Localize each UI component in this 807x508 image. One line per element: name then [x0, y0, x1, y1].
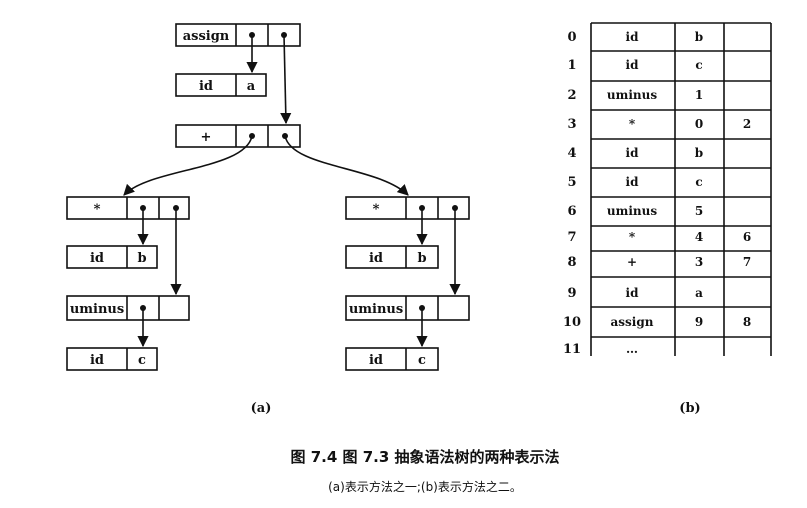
row-arg1-text: 4: [695, 230, 703, 244]
id-a-value-text: a: [247, 79, 256, 94]
row-arg1-text: 0: [695, 117, 703, 131]
node-right-id-b: [345, 245, 439, 269]
left-mul-op-text: *: [94, 202, 101, 217]
row-op-text: uminus: [607, 88, 657, 102]
row-index-text: 3: [567, 117, 576, 132]
row-arg1-text: 9: [695, 315, 703, 329]
table-row: 0 id b: [567, 30, 703, 45]
left-id-b-value-text: b: [137, 251, 146, 266]
row-op-text: id: [626, 58, 640, 72]
row-op-text: id: [626, 286, 640, 300]
row-op-text: id: [626, 175, 640, 189]
left-id-c-value-text: c: [138, 353, 146, 368]
row-index-text: 7: [567, 230, 576, 245]
row-arg1-text: 5: [695, 204, 703, 218]
figure-caption-subtitle: (a)表示方法之一;(b)表示方法之二。: [328, 479, 522, 494]
node-assign: [175, 23, 301, 47]
row-op-text: id: [626, 146, 640, 160]
row-op-text: assign: [611, 315, 654, 329]
row-op-text: uminus: [607, 204, 657, 218]
right-id-b-value-text: b: [417, 251, 426, 266]
table-row: 9 id a: [567, 286, 703, 301]
row-index-text: 5: [567, 175, 576, 190]
right-uminus-op-text: uminus: [349, 302, 403, 317]
right-id-c-op-text: id: [369, 353, 383, 368]
table-row: 10 assign 9 8: [563, 315, 751, 330]
row-op-text: *: [629, 117, 636, 131]
row-arg1-text: b: [695, 146, 703, 160]
node-plus: [175, 124, 301, 148]
row-arg1-text: 1: [695, 88, 703, 102]
row-index-text: 11: [563, 342, 581, 357]
table-representation-b: 0 id b 1 id c 2 uminus 1 3 * 0 2 4 id b 5 id c 6 uminus 5 7 * 4 6…: [563, 22, 772, 357]
right-id-c-value-text: c: [418, 353, 426, 368]
edge-plus-to-left-mul: [123, 135, 253, 196]
left-id-b-op-text: id: [90, 251, 104, 266]
row-op-text: …: [626, 342, 638, 356]
node-left-uminus: [66, 295, 190, 321]
row-index-text: 4: [567, 146, 576, 161]
row-index-text: 8: [567, 255, 576, 270]
row-arg1-text: a: [695, 286, 703, 300]
pointer-dots: [140, 32, 458, 311]
row-arg2-text: 6: [743, 230, 751, 244]
tree-representation-a: [66, 23, 470, 371]
row-arg2-text: 2: [743, 117, 751, 131]
right-mul-op-text: *: [373, 202, 380, 217]
table-row: 11 …: [563, 342, 638, 357]
row-arg1-text: 3: [695, 255, 703, 269]
row-index-text: 1: [567, 58, 576, 73]
node-id-a: [175, 73, 267, 97]
table-row: 3 * 0 2: [567, 117, 751, 132]
id-a-op-text: id: [199, 79, 213, 94]
table-row: 2 uminus 1: [567, 88, 703, 103]
table-row: 6 uminus 5: [567, 204, 703, 219]
row-op-text: id: [626, 30, 640, 44]
right-id-b-op-text: id: [369, 251, 383, 266]
node-left-id-c: [66, 347, 158, 371]
row-arg2-text: 7: [743, 255, 751, 269]
figure-caption-title: 图 7.4 图 7.3 抽象语法树的两种表示法: [290, 448, 559, 466]
left-id-c-op-text: id: [90, 353, 104, 368]
row-index-text: 0: [567, 30, 576, 45]
edge-plus-to-right-mul: [284, 135, 409, 196]
row-arg1-text: c: [695, 58, 702, 72]
figure-label-b: (b): [679, 401, 700, 416]
table-row: 8 +3 7: [567, 255, 751, 270]
row-op-text: *: [629, 230, 636, 244]
node-left-id-b: [66, 245, 158, 269]
table-row: 4 id b: [567, 146, 703, 161]
row-index-text: 9: [567, 286, 576, 301]
row-index-text: 6: [567, 204, 576, 219]
node-right-id-c: [345, 347, 439, 371]
table-rows: 0 id b 1 id c 2 uminus 1 3 * 0 2 4 id b 5 id c 6 uminus 5 7 * 4 6…: [563, 30, 751, 357]
tree-node-labels: assign id a + * id b uminus id c * id b …: [70, 29, 427, 368]
figure-label-a: (a): [251, 401, 272, 416]
left-uminus-op-text: uminus: [70, 302, 124, 317]
row-arg1-text: b: [695, 30, 703, 44]
table-row: 5 id c: [567, 175, 702, 190]
edge-assign-to-plus: [280, 34, 292, 125]
row-arg2-text: 8: [743, 315, 751, 329]
node-left-mul: [66, 196, 190, 220]
row-index-text: 2: [567, 88, 576, 103]
row-arg1-text: c: [695, 175, 702, 189]
node-right-uminus: [345, 295, 470, 321]
plus-op-text: +: [201, 130, 212, 145]
node-right-mul: [345, 196, 470, 220]
table-row: 1 id c: [567, 58, 702, 73]
row-op-text: +: [627, 255, 637, 269]
table-grid: [590, 22, 772, 356]
assign-op-text: assign: [183, 29, 230, 44]
row-index-text: 10: [563, 315, 581, 330]
table-row: 7 * 4 6: [567, 230, 751, 245]
